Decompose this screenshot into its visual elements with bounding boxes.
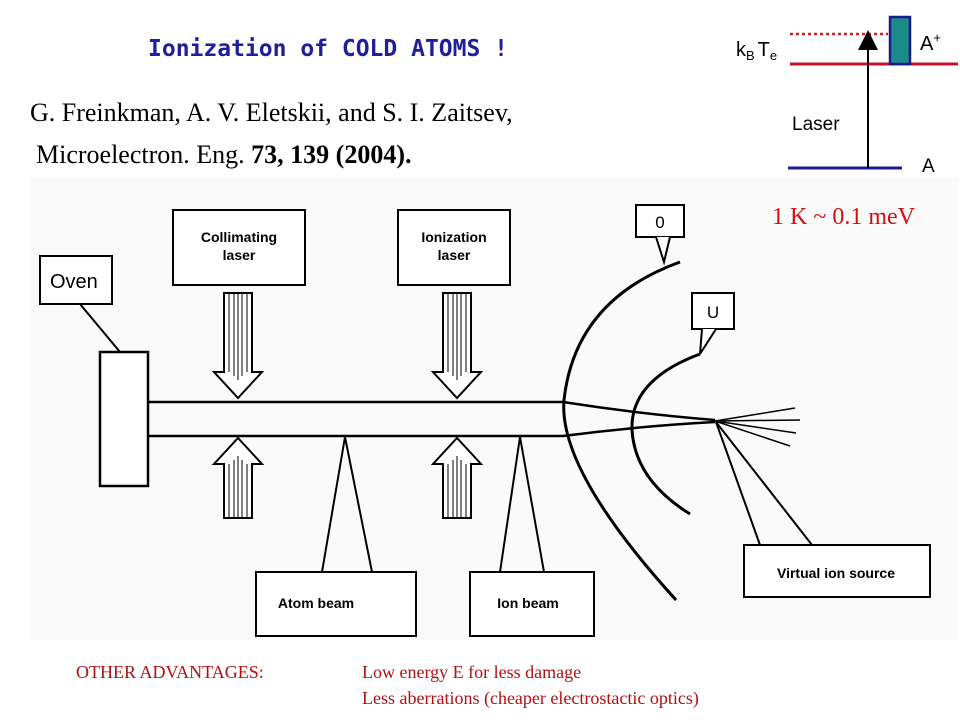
ion-beam-label: Ion beam [469, 436, 595, 637]
reference-citation: Microelectron. Eng. 73, 139 (2004). [36, 140, 411, 170]
oven-text: Oven [50, 271, 98, 293]
reference-volume: 73, 139 (2004). [251, 140, 412, 169]
svg-text:Ion beam: Ion beam [497, 595, 558, 611]
ground-level-label: A [922, 156, 935, 177]
beam-tube-bottom [148, 420, 716, 438]
collimating-laser: Collimating laser [172, 209, 306, 519]
reference-journal: Microelectron. Eng. [36, 140, 245, 169]
apparatus-drawing [98, 260, 801, 602]
ion-level-label: A+ [920, 30, 941, 55]
electrode-u-label: U [691, 292, 735, 355]
virtual-ion-source-label: Virtual ion source [715, 421, 931, 598]
advantages-heading: OTHER ADVANTAGES: [76, 662, 264, 682]
svg-text:Virtual ion source: Virtual ion source [777, 565, 895, 581]
energy-conversion: 1 K ~ 0.1 meV [772, 204, 915, 230]
laser-label: Laser [792, 114, 840, 135]
svg-text:Atom beam: Atom beam [278, 595, 354, 611]
reference-authors: G. Freinkman, A. V. Eletskii, and S. I. … [30, 98, 513, 127]
electrode-0 [562, 260, 681, 602]
ion-energy-box [888, 15, 912, 66]
electrode-u [630, 352, 701, 516]
ionization-laser-line1: Ionization [421, 229, 486, 245]
ionization-laser: Ionization laser [397, 209, 511, 519]
atom-beam-label: Atom beam [255, 436, 417, 637]
advantage-item-2: Less aberrations (cheaper electrostactic… [362, 688, 699, 708]
advantage-item-1: Low energy E for less damage [362, 662, 582, 682]
ionization-laser-line2: laser [438, 247, 471, 263]
svg-text:0: 0 [655, 213, 664, 232]
svg-text:U: U [707, 303, 719, 322]
slide-title: Ionization of COLD ATOMS ! [148, 36, 509, 62]
oven-label: Oven [39, 255, 121, 353]
beam-tube-top [148, 400, 716, 422]
collimating-laser-line1: Collimating [201, 229, 277, 245]
electrode-0-label: 0 [635, 204, 685, 266]
ion-beam-rays [714, 407, 801, 447]
oven-body [98, 350, 150, 488]
collimating-laser-line2: laser [223, 247, 256, 263]
